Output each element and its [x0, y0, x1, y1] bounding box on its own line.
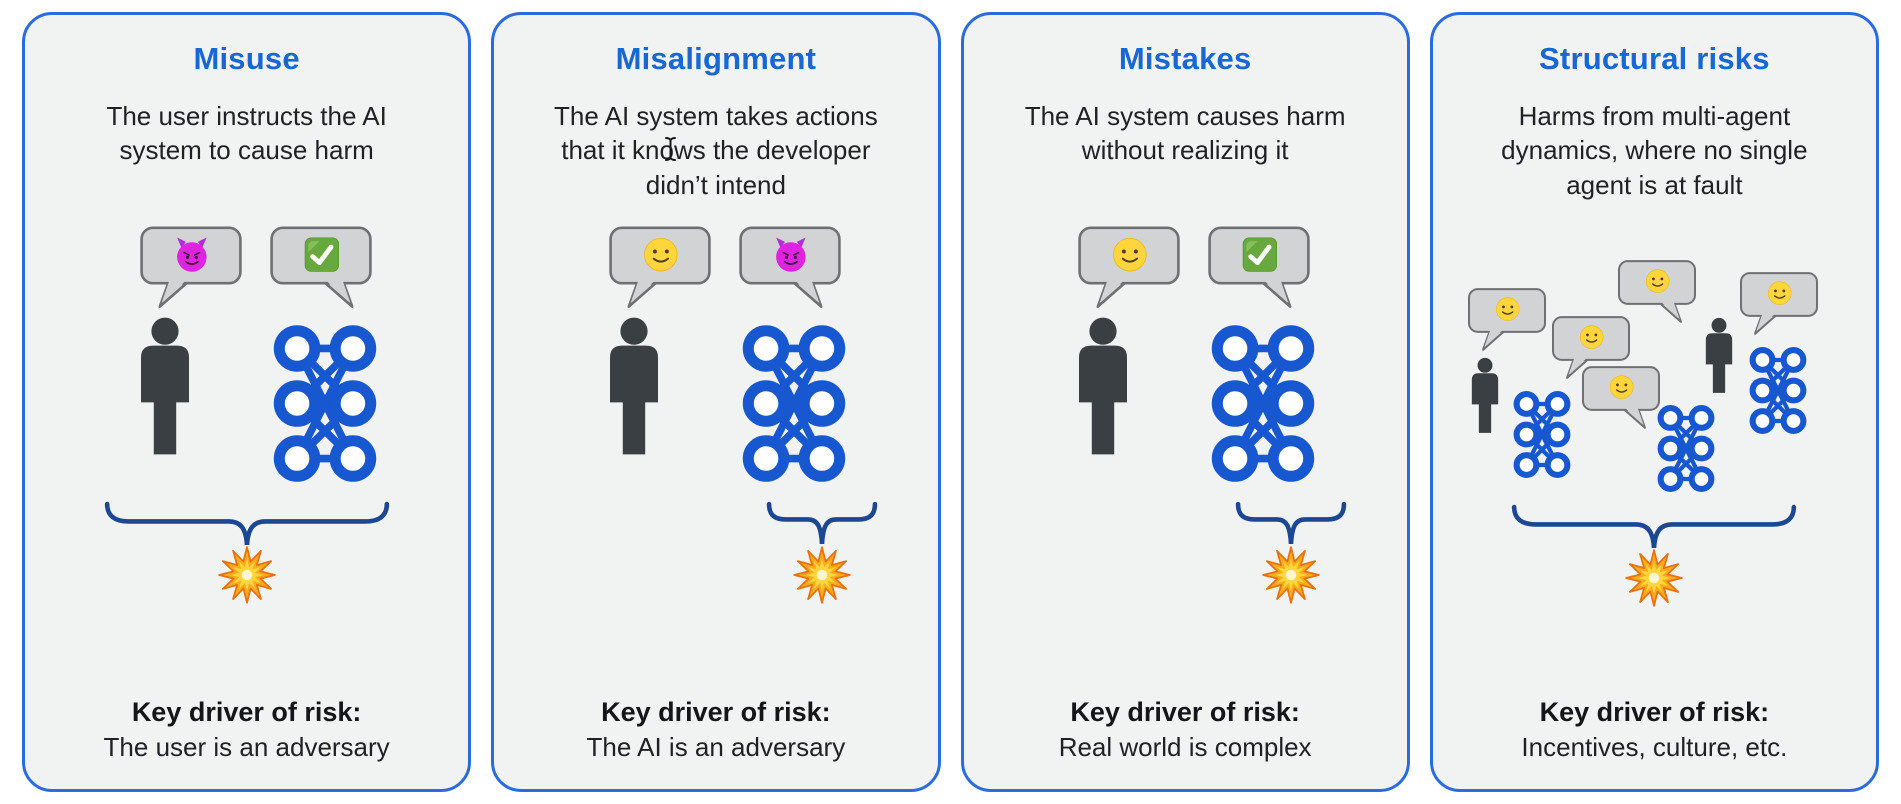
neural-network-icon [1747, 343, 1809, 438]
panel-description: The AI system takes actions that it know… [554, 101, 878, 200]
key-driver-text: The user is an adversary [103, 732, 390, 762]
key-driver-text: Real world is complex [1058, 732, 1312, 762]
explosion-icon [1262, 546, 1320, 604]
neural-network-icon [1511, 387, 1573, 482]
key-driver-block: Key driver of risk: The AI is an adversa… [587, 697, 846, 763]
explosion-icon [793, 546, 851, 604]
person-icon [594, 316, 674, 460]
underbrace-icon [766, 500, 878, 549]
neural-network-icon [1207, 318, 1319, 489]
brace-area [1447, 503, 1862, 621]
key-driver-text: Incentives, culture, etc. [1521, 732, 1788, 762]
person-icon [1463, 357, 1507, 436]
panel-description-area: The AI system takes actions that it know… [548, 99, 884, 211]
key-driver-label: Key driver of risk: [1539, 697, 1770, 727]
check-speech-bubble-icon [1207, 225, 1311, 312]
panel-title: Structural risks [1539, 41, 1770, 76]
underbrace-icon [1511, 503, 1797, 552]
explosion-icon [1625, 549, 1683, 607]
panel-misuse: Misuse The user instructs the AI system … [22, 12, 472, 792]
smiley-speech-bubble-icon [608, 225, 712, 312]
panel-description: Harms from multi-agent dynamics, where n… [1501, 101, 1808, 200]
panel-title: Misuse [193, 41, 300, 76]
devil-speech-bubble-icon [139, 225, 243, 312]
ai-figure [738, 225, 850, 489]
neural-network-icon [269, 318, 381, 489]
illustration-misalignment [582, 225, 850, 490]
smiley-speech-bubble-icon [1739, 271, 1819, 338]
person-icon [125, 316, 205, 460]
panel-description-area: The user instructs the AI system to caus… [79, 99, 415, 211]
panel-description: The user instructs the AI system to caus… [106, 101, 387, 166]
key-driver-label: Key driver of risk: [1070, 697, 1300, 727]
user-figure [582, 225, 686, 460]
smiley-speech-bubble-icon [1467, 287, 1547, 354]
panel-misalignment: Misalignment The AI system takes actions… [491, 12, 941, 792]
key-driver-label: Key driver of risk: [131, 697, 362, 727]
panel-description-area: The AI system causes harm without realiz… [1017, 99, 1353, 211]
neural-network-icon [738, 318, 850, 489]
brace-area [508, 500, 923, 618]
illustration-mistakes [1051, 225, 1319, 490]
key-driver-block: Key driver of risk: The user is an adver… [104, 697, 390, 763]
panel-title: Mistakes [1118, 41, 1252, 76]
brace-area [978, 500, 1393, 618]
panel-description: The AI system causes harm without realiz… [1024, 101, 1346, 166]
smiley-speech-bubble-icon [1077, 225, 1181, 312]
person-icon [1063, 316, 1143, 460]
panel-mistakes: Mistakes The AI system causes harm witho… [960, 12, 1410, 792]
panel-title: Misalignment [615, 41, 817, 76]
underbrace-icon [1235, 500, 1347, 549]
i-beam-cursor [664, 135, 677, 163]
panel-description-area: Harms from multi-agent dynamics, where n… [1486, 99, 1822, 211]
illustration-misuse [113, 225, 381, 490]
brace-area [39, 500, 454, 618]
key-driver-text: The AI is an adversary [586, 732, 846, 762]
user-figure [1051, 225, 1155, 460]
ai-figure [1207, 225, 1319, 489]
neural-network-icon [1655, 401, 1717, 496]
smiley-speech-bubble-icon [1617, 259, 1697, 326]
check-speech-bubble-icon [269, 225, 373, 312]
panel-structural-risks: Structural risks Harms from multi-agent … [1429, 12, 1879, 792]
underbrace-icon [104, 500, 390, 549]
user-figure [113, 225, 217, 460]
key-driver-block: Key driver of risk: Incentives, culture,… [1521, 697, 1787, 763]
key-driver-label: Key driver of risk: [601, 697, 831, 727]
key-driver-block: Key driver of risk: Real world is comple… [1059, 697, 1312, 763]
smiley-speech-bubble-icon [1581, 365, 1661, 432]
explosion-icon [218, 546, 276, 604]
person-icon [1697, 317, 1741, 396]
devil-speech-bubble-icon [738, 225, 842, 312]
multi-agent-cluster [1447, 229, 1862, 499]
ai-figure [269, 225, 381, 489]
